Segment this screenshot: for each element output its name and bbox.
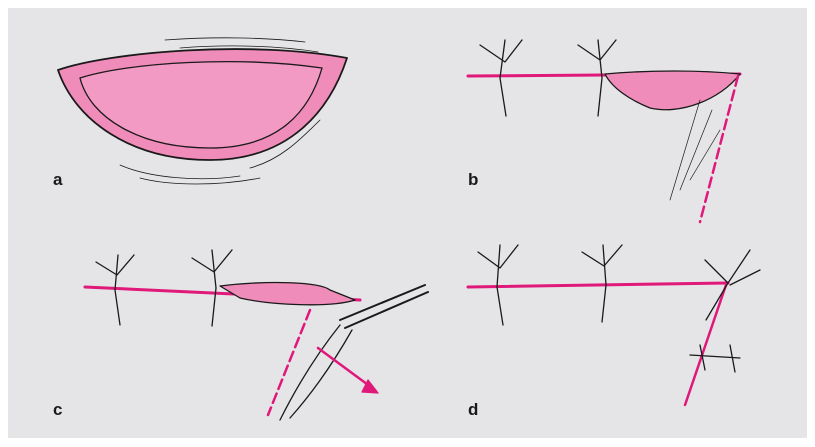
panel-label-d: d xyxy=(468,400,479,419)
panel-a-wound xyxy=(57,37,348,185)
panel-label-c: c xyxy=(53,400,63,419)
panel-b-incision xyxy=(466,39,742,224)
panel-d-closed xyxy=(466,244,761,407)
panel-c-incision xyxy=(83,249,429,421)
panel-label-a: a xyxy=(53,170,63,189)
panel-label-b: b xyxy=(468,170,479,189)
